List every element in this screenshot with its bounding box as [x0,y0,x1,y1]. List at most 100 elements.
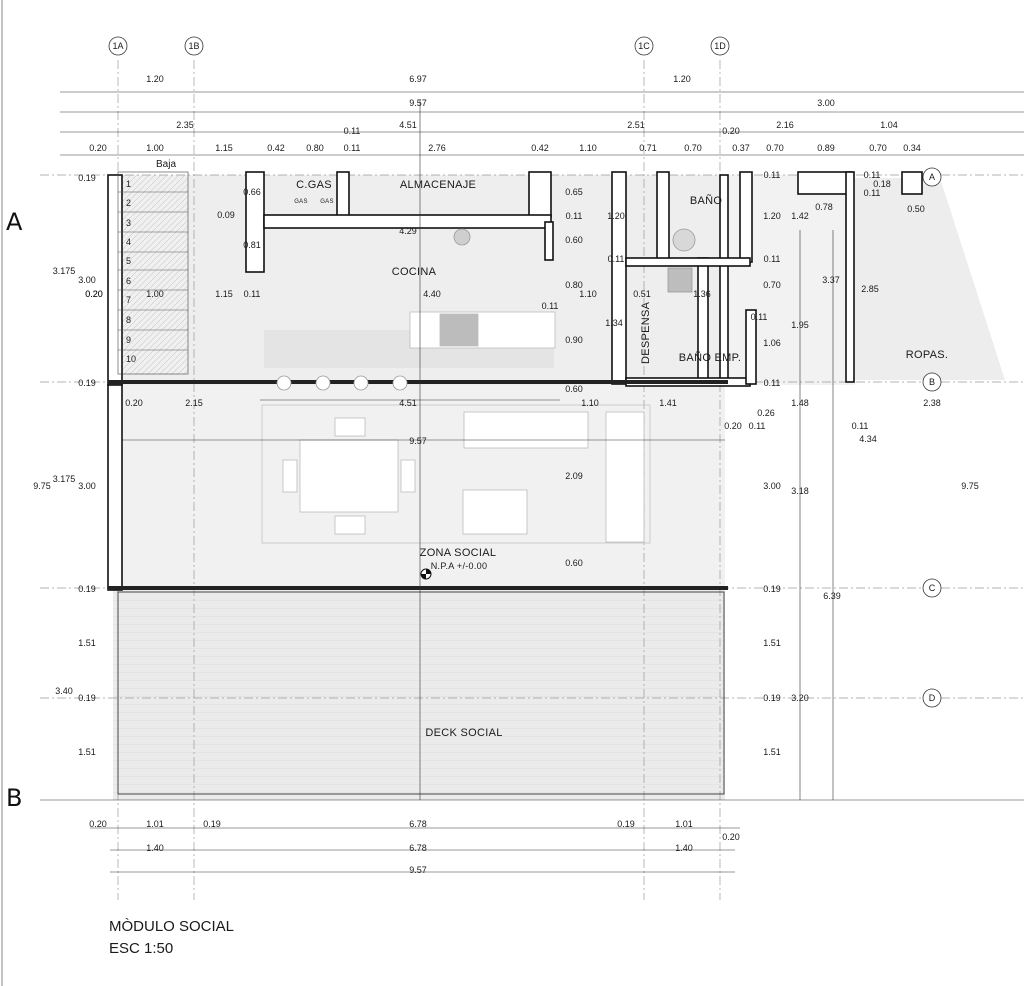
dim-text: 0.20 [89,143,107,153]
dining-chair [334,417,366,437]
dim-text: 1.10 [581,398,599,408]
dim-text: 2.76 [428,143,446,153]
dim-text: 1.48 [791,398,809,408]
dim-text: 0.80 [565,280,583,290]
stair-treads [117,171,189,375]
axis-bubble-1d [710,36,730,56]
dim-text: 4.51 [399,120,417,130]
dim-text: 3.18 [791,486,809,496]
toilet [672,228,696,252]
section-mark-b: B [6,784,22,812]
dim-text: 1.95 [791,320,809,330]
dim-text: 0.11 [344,143,361,153]
dim-text: 2.35 [176,120,194,130]
reference-lines [40,100,1024,801]
dim-text: 2.85 [861,284,879,294]
dim-text: 0.71 [639,143,657,153]
wall-storage-right [528,171,552,218]
axis-label-b: B [929,377,935,387]
dim-text: 1.15 [215,289,233,299]
room-label-gas: C.GAS [296,179,332,191]
dim-text: 0.11 [244,289,261,299]
dim-text: 3.40 [55,686,73,696]
dim-text: 6.39 [823,591,841,601]
axis-bubble-a [922,167,942,187]
dining-chair [400,459,416,493]
kitchen-dimensions: 0.66 0.09 0.81 0.65 0.11 0.60 4.29 1.20 … [85,187,711,394]
dim-text: 1.01 [675,819,693,829]
dim-text: 1.20 [607,211,625,221]
wall-gas-right [336,171,350,218]
wall-bath-mid [697,257,709,385]
dim-text: 1.20 [673,74,691,84]
wall-right-block [797,171,853,195]
bottom-dimensions: 0.20 1.01 0.19 6.78 0.19 1.01 0.20 1.40 … [89,819,740,875]
stair-step: 3 [126,218,131,228]
room-label-staff-bathroom: BAÑO EMP. [679,351,741,364]
dim-text: 0.26 [757,408,775,418]
dim-text: 6.97 [409,74,427,84]
stair-step: 7 [126,295,131,305]
counter-end [544,221,554,261]
section-mark-a: A [6,208,23,236]
stair-step: 5 [126,256,131,266]
level-marker-icon [420,568,432,580]
dim-text: 2.16 [776,120,794,130]
dim-text: 0.70 [869,143,887,153]
dim-text: 0.70 [766,143,784,153]
stair-step: 2 [126,198,131,208]
dim-text: 0.70 [763,280,781,290]
room-label-pantry: DESPENSA [640,301,652,364]
dim-text: 1.00 [146,289,164,299]
gas-tank-label: GAS [320,199,334,205]
wall-bath-bottom [625,257,751,267]
wall-far-right [901,171,923,195]
dim-text: 0.20 [85,289,103,299]
dim-text: 9.75 [33,481,51,491]
dim-text: 0.42 [267,143,285,153]
dim-text: 4.40 [423,289,441,299]
beam-c [108,586,728,590]
axis-bubble-1c [634,36,654,56]
dim-text: 1.34 [605,318,623,328]
wall-bath-right [739,171,753,263]
axis-label-c: C [929,583,936,593]
social-dimensions: 2.09 0.60 3.00 3.18 6.39 9.75 3.20 [565,471,979,703]
dim-text: 3.175 [53,266,76,276]
wall-service-left [611,171,627,385]
stair-step: 10 [126,354,136,364]
dim-text: 0.50 [907,204,925,214]
dim-text: 1.06 [763,338,781,348]
deck-floor [113,590,725,800]
dim-text: 1.51 [763,638,781,648]
dim-text: 1.20 [146,74,164,84]
stair-step: 4 [126,237,131,247]
dim-text: 0.11 [764,378,781,388]
dim-text: 1.41 [659,398,677,408]
dim-text: 0.20 [125,398,143,408]
room-label-kitchen: COCINA [392,266,437,278]
stair-step: 6 [126,276,131,286]
dim-text: 0.20 [722,126,740,136]
wall-laundry [845,171,855,383]
dim-text: 1.20 [763,211,781,221]
left-chain-dimensions: 0.19 3.175 3.00 0.20 0.19 9.75 3.175 3.0… [33,173,103,757]
wall-left-lower [107,384,123,591]
dim-text: 0.11 [852,421,869,431]
dim-text: 0.20 [724,421,742,431]
drawing-scale: ESC 1:50 [109,940,173,957]
dim-text: 0.78 [815,202,833,212]
dim-text: 0.65 [565,187,583,197]
dim-text: 0.19 [78,173,96,183]
wall-staff-bath [745,309,757,385]
stair-note: Baja [156,159,176,170]
stair-step: 1 [126,179,131,189]
dim-text: 0.19 [763,584,781,594]
wall-left-upper [107,174,123,386]
dim-text: 0.11 [864,188,881,198]
dim-text: 0.81 [243,240,261,250]
drawing-title: MÒDULO SOCIAL [109,918,234,935]
dim-text: 0.90 [565,335,583,345]
dim-text: 1.15 [215,143,233,153]
coffee-table [462,489,528,535]
